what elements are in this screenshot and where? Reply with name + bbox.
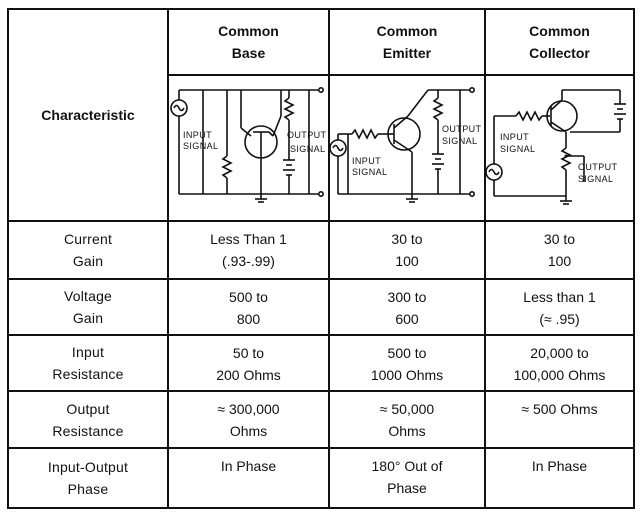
row-label-input-resistance: Input Resistance (7, 334, 169, 392)
emitter-phase: 180° Out of Phase (328, 447, 486, 509)
collector-input-label-line2: SIGNAL (500, 144, 535, 154)
cell-line1: In Phase (531, 458, 588, 474)
cell-line1: In Phase (220, 458, 277, 474)
row-label-line2: Phase (67, 481, 109, 497)
base-current-gain: Less Than 1 (.93-.99) (167, 220, 330, 280)
common-emitter-diagram-cell: INPUT SIGNAL OUTPUT SIGNAL (328, 74, 486, 222)
base-output-resistance: ≈ 300,000 Ohms (167, 390, 330, 449)
cell-line2: Phase (387, 480, 427, 496)
row-label-line1: Voltage (63, 288, 113, 304)
common-collector-diagram-cell: INPUT SIGNAL OUTPUT SIGNAL (484, 74, 635, 222)
table-row: Output Resistance ≈ 300,000 Ohms ≈ 50,00… (7, 390, 635, 449)
cell-line1: 300 to (387, 289, 427, 305)
cell-line1: 30 to (543, 231, 576, 247)
characteristic-header: Characteristic (7, 8, 169, 222)
cell-line2: Ohms (388, 423, 426, 439)
cell-line2: (≈ .95) (539, 311, 580, 327)
table-row: Voltage Gain 500 to 800 300 to 600 Less … (7, 278, 635, 336)
base-phase: In Phase (167, 447, 330, 509)
emitter-input-label-line2: SIGNAL (352, 167, 387, 177)
cell-line1: ≈ 300,000 (217, 401, 280, 417)
emitter-input-resistance: 500 to 1000 Ohms (328, 334, 486, 392)
base-output-label-line1: OUTPUT (287, 130, 326, 140)
row-label-line1: Input (71, 344, 105, 360)
cell-line1: ≈ 50,000 (379, 401, 435, 417)
cell-line1: Less than 1 (523, 289, 596, 305)
base-input-label-line1: INPUT (183, 130, 212, 140)
row-label-line1: Input-Output (47, 459, 129, 475)
base-input-label-line2: SIGNAL (183, 141, 218, 151)
cell-line1: 500 to (229, 289, 268, 305)
common-base-header-line1: Common (218, 23, 279, 39)
common-base-header: Common Base (167, 8, 330, 76)
common-collector-header: Common Collector (484, 8, 635, 76)
cell-line2: 800 (236, 311, 261, 327)
collector-input-resistance: 20,000 to 100,000 Ohms (484, 334, 635, 392)
row-label-voltage-gain: Voltage Gain (7, 278, 169, 336)
emitter-output-label-line2: SIGNAL (442, 136, 477, 146)
cell-line1: ≈ 500 Ohms (521, 401, 598, 417)
cell-line2: 1000 Ohms (370, 367, 444, 383)
common-emitter-header: Common Emitter (328, 8, 486, 76)
row-label-current-gain: Current Gain (7, 220, 169, 280)
row-label-line1: Output (66, 400, 110, 417)
cell-line1: 30 to (391, 231, 423, 247)
table-row: Current Gain Less Than 1 (.93-.99) 30 to… (7, 220, 635, 280)
cell-line2: 200 Ohms (216, 367, 281, 383)
cell-line1: 20,000 to (530, 345, 589, 361)
row-label-line2: Gain (72, 310, 104, 326)
emitter-current-gain: 30 to 100 (328, 220, 486, 280)
collector-output-label-line2: SIGNAL (578, 174, 613, 184)
row-label-output-resistance: Output Resistance (7, 390, 169, 449)
cell-line1: 500 to (387, 345, 427, 361)
cell-line2: 100 (395, 253, 419, 269)
cell-line2: 100 (547, 253, 572, 269)
emitter-output-label-line1: OUTPUT (442, 124, 481, 134)
collector-output-resistance: ≈ 500 Ohms (484, 390, 635, 449)
base-output-label-line2: SIGNAL (290, 144, 325, 154)
common-collector-circuit-diagram: INPUT SIGNAL OUTPUT SIGNAL (486, 89, 626, 205)
table-row: Input Resistance 50 to 200 Ohms 500 to 1… (7, 334, 635, 392)
emitter-output-resistance: ≈ 50,000 Ohms (328, 390, 486, 449)
common-collector-header-line1: Common (529, 23, 590, 39)
row-label-line2: Resistance (52, 422, 124, 439)
configuration-comparison-table: Characteristic Common Base Common Emitte… (7, 8, 635, 509)
common-emitter-circuit-diagram: INPUT SIGNAL OUTPUT SIGNAL (330, 87, 481, 203)
row-label-line2: Gain (72, 253, 104, 269)
collector-phase: In Phase (484, 447, 635, 509)
cell-line2: (.93-.99) (222, 253, 275, 269)
collector-output-label-line1: OUTPUT (578, 162, 618, 172)
emitter-input-label-line1: INPUT (352, 156, 381, 166)
table-row: Input-Output Phase In Phase 180° Out of … (7, 447, 635, 509)
common-emitter-header-line2: Emitter (382, 45, 432, 61)
cell-line1: 180° Out of (371, 458, 443, 474)
base-voltage-gain: 500 to 800 (167, 278, 330, 336)
base-input-resistance: 50 to 200 Ohms (167, 334, 330, 392)
collector-voltage-gain: Less than 1 (≈ .95) (484, 278, 635, 336)
common-emitter-header-line1: Common (376, 23, 438, 39)
common-collector-header-line2: Collector (529, 45, 590, 61)
cell-line1: Less Than 1 (210, 231, 287, 247)
collector-input-label-line1: INPUT (500, 132, 529, 142)
cell-line2: 100,000 Ohms (513, 367, 606, 383)
row-label-line1: Current (63, 231, 113, 247)
cell-line2: Ohms (229, 423, 268, 439)
characteristic-header-text: Characteristic (41, 107, 135, 123)
common-base-diagram-cell: INPUT SIGNAL OUTPUT SIGNAL (167, 74, 330, 222)
collector-current-gain: 30 to 100 (484, 220, 635, 280)
cell-line2: 600 (395, 311, 419, 327)
row-label-line2: Resistance (52, 366, 124, 382)
cell-line1: 50 to (232, 345, 265, 361)
common-base-header-line2: Base (231, 45, 266, 61)
common-base-circuit-diagram: INPUT SIGNAL OUTPUT SIGNAL (170, 87, 326, 203)
emitter-voltage-gain: 300 to 600 (328, 278, 486, 336)
row-label-input-output-phase: Input-Output Phase (7, 447, 169, 509)
